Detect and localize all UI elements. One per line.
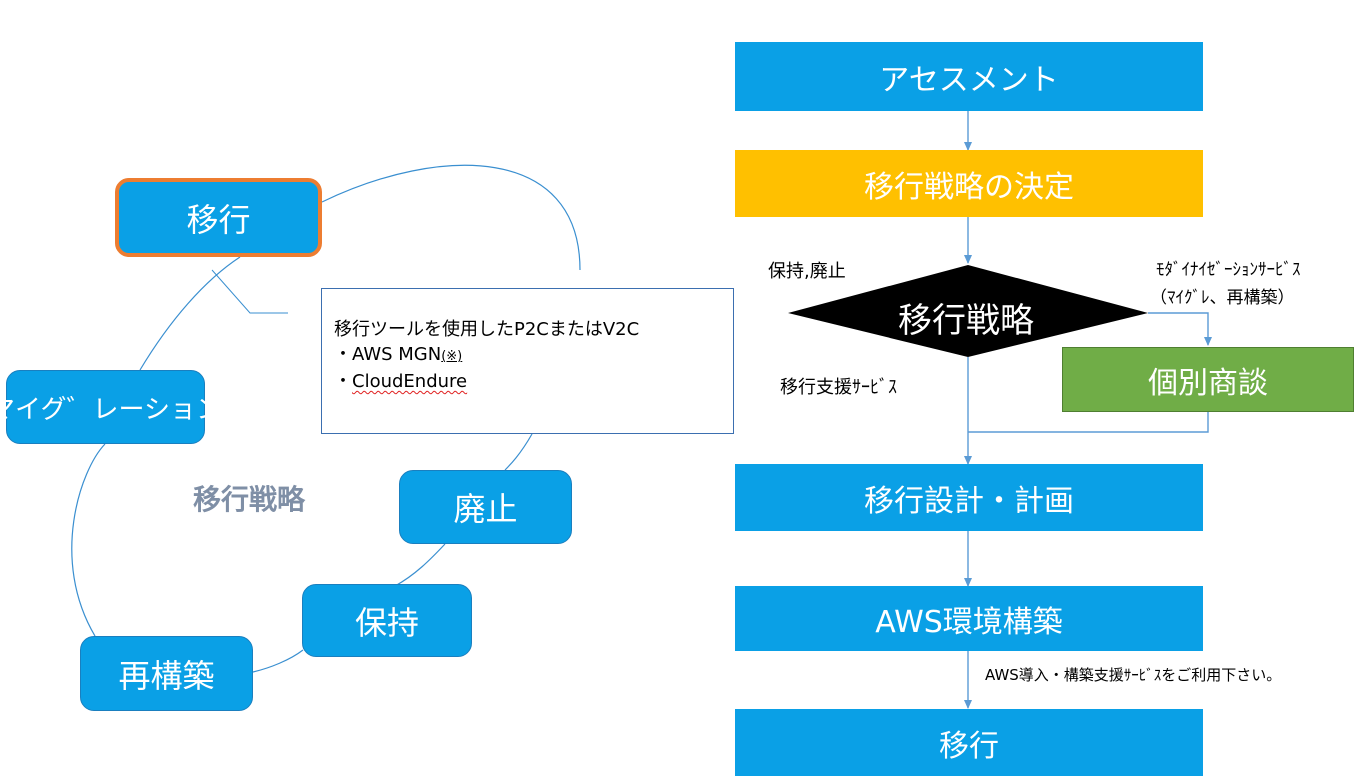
flow-step-individual-label: 個別商談 [1148,365,1268,401]
callout-bullet-mgn-text: ・AWS MGN [334,344,442,365]
cycle-node-retain: 保持 [302,584,472,657]
cycle-node-migrate-label: 移行 [186,200,251,239]
line-individual-merge [968,412,1209,433]
flow-label-modernization-2: （ﾏｲｸﾞﾚ、再構築） [1150,288,1295,308]
cycle-node-migration-label: マイグ゛レーション [0,394,222,425]
cycle-node-rebuild: 再構築 [80,636,253,711]
flow-step-migrate-label: 移行 [939,728,999,764]
cycle-curve [321,164,581,271]
flow-step-assessment: アセスメント [735,42,1203,111]
cycle-node-retain-label: 保持 [354,603,419,642]
cycle-curve [252,649,304,673]
callout-cloudendure-text: CloudEndure [352,371,468,392]
cycle-curve [71,443,106,637]
flow-label-aws-note: AWS導入・構築支援ｻｰﾋﾞｽをご利用下さい。 [985,666,1282,684]
callout-mgn-note: (※) [441,349,463,364]
callout-bullet-mgn: ・AWS MGN(※) [334,342,733,369]
strategy-diamond [788,265,1148,357]
flow-step-strategy-decision-label: 移行戦略の決定 [864,169,1074,205]
flow-label-migration-support: 移行支援ｻｰﾋﾞｽ [780,377,897,398]
cycle-node-abolish-label: 廃止 [453,490,518,528]
callout-line1: 移行ツールを使用したP2CまたはV2C [334,319,640,340]
cycle-center-label: 移行戦略 [193,483,306,516]
flow-label-modernization-1: ﾓﾀﾞｲﾅｲｾﾞｰｼｮﾝｻｰﾋﾞｽ [1156,260,1301,280]
flow-step-design-plan-label: 移行設計・計画 [864,483,1074,519]
cycle-curve [394,543,446,587]
callout-pointer [211,269,288,314]
flow-step-aws-build: AWS環境構築 [735,586,1203,651]
cycle-node-migration: マイグ゛レーション [0,370,222,444]
flow-step-aws-build-label: AWS環境構築 [875,604,1063,640]
flow-step-assessment-label: アセスメント [879,62,1059,98]
migration-tools-callout: 移行ツールを使用したP2CまたはV2C ・AWS MGN(※) ・CloudEn… [321,288,734,434]
flow-step-individual: 個別商談 [1062,347,1354,412]
flow-step-design-plan: 移行設計・計画 [735,464,1203,531]
cycle-node-abolish: 廃止 [399,470,572,544]
flow-label-retain-abolish: 保持,廃止 [768,261,846,282]
callout-bullet-prefix: ・ [334,371,352,392]
cycle-node-rebuild-label: 再構築 [118,656,215,695]
cycle-curve [504,433,533,471]
flow-step-migrate: 移行 [735,709,1203,776]
callout-bullet-cloudendure: ・CloudEndure [334,369,733,394]
cycle-node-migrate: 移行 [115,178,322,257]
flow-step-strategy-decision: 移行戦略の決定 [735,150,1203,217]
flow-diamond-label: 移行戦略 [898,301,1034,341]
arrow-strategy-individual [1148,312,1212,346]
cycle-curve [139,256,241,371]
